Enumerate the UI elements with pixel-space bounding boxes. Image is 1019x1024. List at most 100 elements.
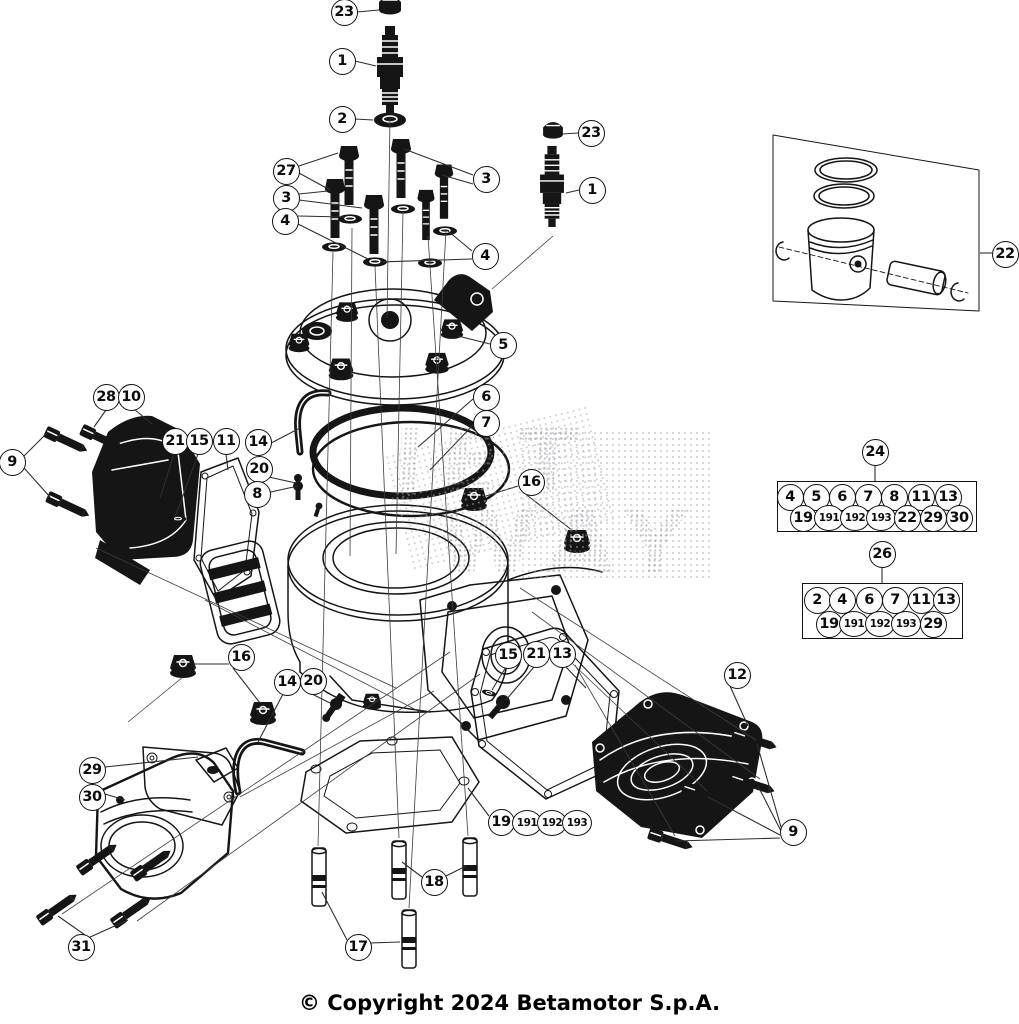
- callout-12: 12: [723, 661, 751, 689]
- leader-line: [298, 172, 331, 191]
- leader-line: [369, 941, 401, 944]
- leader-line: [297, 215, 345, 218]
- construction-line: [95, 547, 397, 689]
- leader-line: [23, 431, 49, 457]
- callout-5: 5: [489, 331, 517, 359]
- callout-26-19: 19: [815, 610, 843, 638]
- leader-line: [354, 60, 377, 67]
- callout-8: 8: [243, 480, 271, 508]
- screw-21-right: [487, 695, 510, 720]
- leader-line: [729, 685, 749, 727]
- leader-line: [565, 189, 580, 194]
- callout-191: 191: [512, 810, 542, 836]
- callout-193: 193: [562, 810, 592, 836]
- callout-26-6: 6: [855, 586, 883, 614]
- callout-26-2: 2: [803, 586, 831, 614]
- leader-line: [491, 666, 507, 691]
- leader-line: [522, 491, 574, 532]
- leader-line: [675, 837, 781, 842]
- callout-24-30: 30: [945, 504, 973, 532]
- construction-line: [491, 235, 554, 290]
- callout-31: 31: [67, 933, 95, 961]
- callout-23-right: 23: [577, 119, 605, 147]
- callout-14-bottom: 14: [273, 668, 301, 696]
- construction-line: [349, 227, 353, 557]
- construction-line: [386, 117, 391, 319]
- piston-kit-box: [772, 134, 980, 312]
- construction-line: [374, 265, 400, 839]
- callout-21-left: 21: [161, 427, 189, 455]
- construction-line: [555, 647, 708, 792]
- callout-26-11: 11: [907, 586, 935, 614]
- callout-17: 17: [344, 933, 372, 961]
- vent-hose-top: [294, 389, 332, 456]
- callout-24: 24: [861, 438, 889, 466]
- leader-line: [379, 258, 473, 263]
- callout-15-left: 15: [185, 427, 213, 455]
- construction-line: [127, 676, 184, 723]
- callout-2: 2: [328, 105, 356, 133]
- callout-19: 19: [487, 808, 515, 836]
- callout-11: 11: [212, 427, 240, 455]
- leader-line: [175, 453, 199, 516]
- leader-line: [356, 9, 380, 13]
- callout-26-29: 29: [919, 610, 947, 638]
- leader-line: [87, 919, 129, 939]
- leader-line: [707, 796, 781, 836]
- callout-10: 10: [117, 383, 145, 411]
- callout-18: 18: [420, 868, 448, 896]
- leader-line: [104, 756, 199, 768]
- fitting-20-top: [313, 502, 323, 518]
- leader-line: [298, 152, 339, 167]
- callout-24-19: 19: [789, 504, 817, 532]
- callout-29: 29: [78, 756, 106, 784]
- leader-line: [757, 785, 782, 832]
- leader-line: [93, 409, 107, 428]
- construction-line: [204, 599, 421, 713]
- construction-line: [531, 611, 761, 780]
- leader-line: [445, 865, 467, 877]
- construction-line: [519, 587, 757, 741]
- leader-line: [159, 453, 175, 499]
- fitting-8: [293, 474, 303, 500]
- screw-21-left: [147, 485, 182, 512]
- callout-3-right: 3: [472, 165, 500, 193]
- leader-line: [447, 230, 473, 252]
- manifold-gasket: [142, 746, 241, 826]
- callout-28: 28: [92, 383, 120, 411]
- callout-15-right: 15: [494, 641, 522, 669]
- leader-line: [441, 174, 474, 185]
- callout-22: 22: [991, 240, 1019, 268]
- callout-26-193: 193: [891, 611, 921, 637]
- callout-1-top: 1: [328, 47, 356, 75]
- leader-line: [756, 743, 782, 828]
- leader-line: [104, 793, 126, 801]
- callout-9-left: 9: [0, 448, 26, 476]
- callout-20-top: 20: [245, 455, 273, 483]
- leader-line: [298, 190, 329, 195]
- leader-line: [485, 485, 519, 497]
- callout-26-13: 13: [932, 586, 960, 614]
- construction-line: [136, 673, 481, 922]
- callout-27: 27: [272, 157, 300, 185]
- leader-line: [505, 666, 535, 701]
- intake-manifold: [94, 747, 239, 900]
- callout-9-right: 9: [779, 818, 807, 846]
- callout-4-left: 4: [271, 207, 299, 235]
- leader-line: [417, 398, 474, 448]
- leader-line: [403, 148, 474, 176]
- leader-line: [309, 692, 331, 704]
- callout-21-right: 21: [522, 640, 550, 668]
- callout-16-right: 16: [517, 468, 545, 496]
- leader-line: [133, 408, 153, 425]
- leader-line: [457, 335, 491, 345]
- callout-26: 26: [868, 540, 896, 568]
- leader-line: [257, 693, 284, 743]
- callout-24-22: 22: [893, 504, 921, 532]
- leader-line: [561, 132, 579, 135]
- callout-6: 6: [472, 383, 500, 411]
- construction-line: [239, 690, 435, 798]
- construction-line: [408, 229, 447, 909]
- leader-line: [23, 467, 51, 498]
